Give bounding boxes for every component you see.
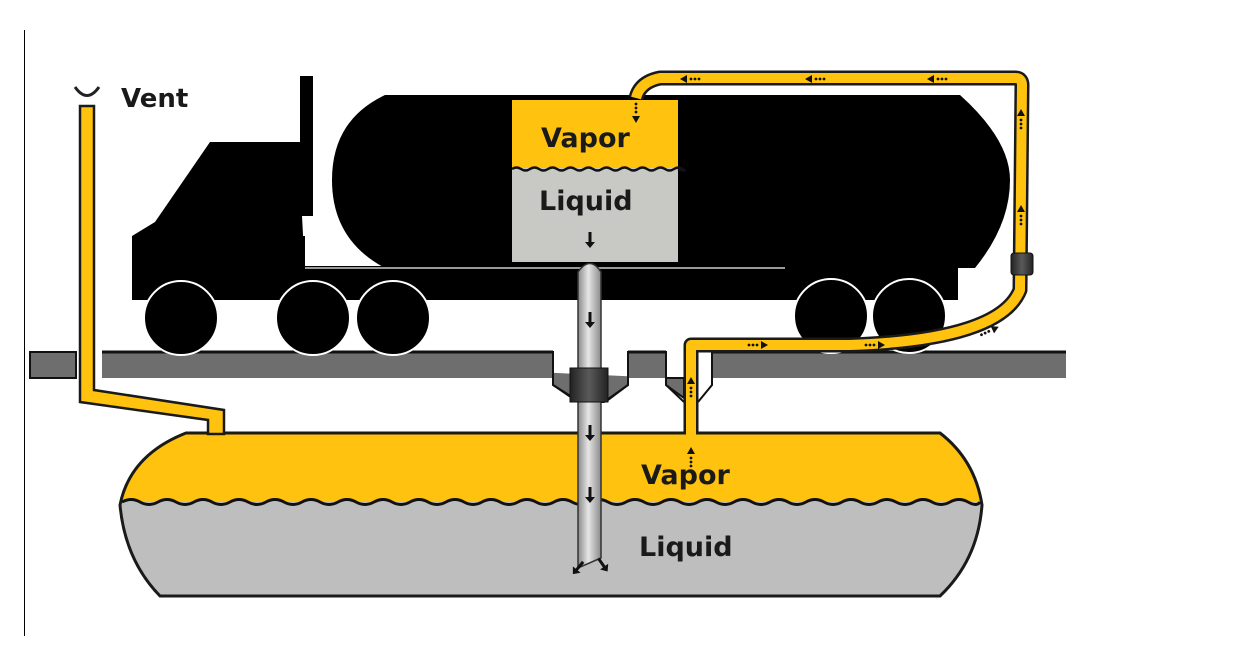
vapor-arrow-icon <box>1017 205 1025 226</box>
vapor-arrow-icon <box>747 341 768 349</box>
vapor-arrow-icon <box>632 102 640 123</box>
flow-arrows <box>572 75 1025 575</box>
underground-tank <box>118 431 984 598</box>
vapor-arrow-icon <box>680 75 701 83</box>
hose-coupler <box>1010 252 1034 276</box>
truck-liquid-surface <box>511 166 686 172</box>
vent-cap-icon <box>73 86 101 97</box>
truck-compartment-liquid <box>512 168 678 262</box>
wheel-front <box>143 280 219 356</box>
frame-border <box>24 30 25 636</box>
drop-tube <box>569 262 609 570</box>
wheel-trailer-1 <box>793 278 869 354</box>
tank-vapor-label: Vapor <box>641 460 731 491</box>
vapor-arrow-icon <box>687 377 695 398</box>
tank-liquid-label: Liquid <box>639 532 733 563</box>
truck-wheels <box>143 278 947 356</box>
liquid-arrow-icon <box>585 232 595 248</box>
vapor-arrow-icon <box>927 75 948 83</box>
vapor-arrow-icon <box>980 326 999 337</box>
road <box>29 350 1066 403</box>
drop-tube-coupler <box>569 367 609 403</box>
truck-liquid-label: Liquid <box>539 186 633 217</box>
vapor-return-hose <box>628 70 1034 436</box>
tank-liquid <box>120 502 982 596</box>
vapor-arrow-icon <box>864 341 885 349</box>
wheel-drive-1 <box>275 280 351 356</box>
tank-outline <box>118 431 984 598</box>
liquid-arrow-icon <box>585 425 595 441</box>
liquid-arrow-icon <box>585 487 595 503</box>
tank-liquid-surface <box>121 498 982 506</box>
vapor-arrow-icon <box>805 75 826 83</box>
liquid-arrow-icon <box>585 312 595 328</box>
truck-vapor-label: Vapor <box>541 123 631 154</box>
wheel-drive-2 <box>355 280 431 356</box>
vapor-sump <box>665 352 713 403</box>
tank-vapor-space <box>120 433 982 505</box>
truck-compartment-vapor <box>512 100 678 172</box>
vent-pipe: Vent <box>73 84 226 436</box>
tanker-truck: Vapor Liquid <box>132 76 1010 356</box>
liquid-arrow-icon <box>597 557 609 572</box>
vent-label: Vent <box>121 84 188 114</box>
vapor-arrow-icon <box>1017 109 1025 130</box>
vapor-arrow-icon <box>687 447 695 468</box>
liquid-arrow-icon <box>572 560 585 575</box>
